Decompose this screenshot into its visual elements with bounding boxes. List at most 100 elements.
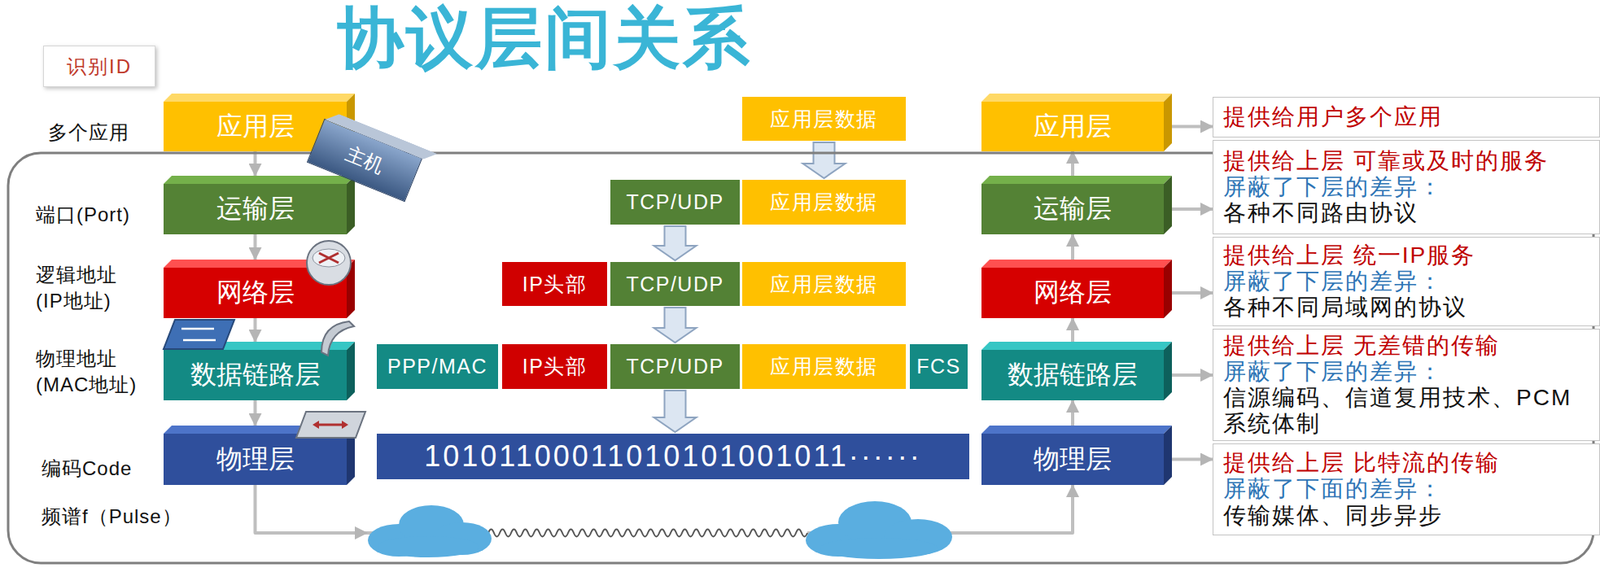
description-box: 提供给上层 无差错的传输屏蔽了下层的差异：信源编码、信道复用技术、PCM系统体制 — [1212, 328, 1600, 442]
connector-arrow — [1071, 234, 1075, 260]
switch-icon — [163, 316, 235, 353]
connector-arrow — [253, 318, 258, 342]
id-box: 识别ID — [43, 45, 156, 88]
description-line: 提供给上层 可靠或及时的服务 — [1223, 148, 1549, 175]
layer-box: 物理层 — [981, 433, 1164, 486]
box-label: 主机 — [341, 140, 388, 180]
header-cell: 应用层数据 — [742, 179, 906, 225]
connector-arrow — [1171, 125, 1213, 129]
header-cell: TCP/UDP — [610, 179, 740, 225]
box-face — [1163, 425, 1172, 486]
box-label: 数据链路层 — [190, 357, 321, 394]
description-line: 传输媒体、同步异步 — [1223, 502, 1443, 529]
repeater-head — [312, 420, 320, 429]
switch-arrows — [181, 328, 216, 341]
connector-arrow — [1171, 458, 1213, 462]
description-box: 提供给上层 统一IP服务屏蔽了下层的差异：各种不同局域网的协议 — [1212, 236, 1600, 327]
bridge-icon — [316, 316, 358, 358]
encapsulation-arrow — [803, 142, 846, 179]
box-label: FCS — [916, 354, 962, 379]
layer-box: 数据链路层 — [163, 349, 347, 401]
box-face — [1163, 93, 1172, 152]
box-label: 物理层 — [1033, 441, 1112, 478]
layer-box: 网络层 — [981, 267, 1164, 319]
box-face — [346, 175, 355, 235]
header-cell: TCP/UDP — [610, 344, 740, 390]
box-face — [163, 93, 355, 102]
address-label: 物理地址 (MAC地址) — [35, 345, 150, 399]
header-cell: 应用层数据 — [742, 344, 906, 390]
description-line: 各种不同路由协议 — [1223, 200, 1419, 227]
bridge-body — [321, 321, 355, 356]
diagram-title: 协议层间关系 — [336, 4, 752, 72]
router-body — [306, 240, 351, 285]
description-line: 提供给上层 无差错的传输 — [1223, 332, 1500, 359]
cloud-part — [820, 537, 938, 560]
address-label: 端口(Port) — [35, 201, 131, 228]
router-arrows — [319, 253, 339, 263]
description-box: 提供给用户多个应用 — [1212, 96, 1600, 138]
cloud — [367, 505, 492, 558]
layer-box: 运输层 — [981, 183, 1164, 235]
description-box: 提供给上层 比特流的传输屏蔽了下面的差异：传输媒体、同步异步 — [1212, 443, 1600, 536]
bitstream-bar: 10101100011010101001011······ — [376, 433, 970, 480]
address-label: 多个应用 — [48, 119, 130, 146]
box-label: TCP/UDP — [625, 272, 724, 297]
connector-arrow — [1071, 151, 1075, 176]
box-face — [981, 259, 1172, 268]
encapsulation-arrow — [654, 307, 697, 343]
box-label: 应用层 — [216, 109, 295, 145]
description-line: 提供给用户多个应用 — [1223, 104, 1443, 131]
box-label: 应用层数据 — [769, 353, 879, 381]
repeater-body — [296, 411, 366, 438]
header-cell: FCS — [909, 344, 968, 390]
address-label: 逻辑地址 (IP地址) — [35, 262, 134, 315]
encapsulation-arrow — [654, 226, 697, 261]
address-label: 编码Code — [41, 455, 132, 482]
box-label: 识别ID — [66, 53, 132, 80]
box-label: 应用层数据 — [769, 271, 879, 298]
box-face — [981, 425, 1172, 434]
connector-arrow — [1071, 400, 1075, 426]
box-label: 物理层 — [216, 441, 295, 478]
box-face — [1163, 259, 1172, 319]
connector-arrow — [253, 151, 258, 176]
box-label: 运输层 — [216, 191, 295, 228]
layer-box: 数据链路层 — [981, 349, 1164, 401]
connector-arrow — [253, 400, 258, 426]
layer-box: 应用层 — [981, 101, 1164, 152]
repeater-line — [317, 424, 344, 427]
box-label: 网络层 — [1033, 275, 1112, 311]
box-face — [163, 175, 355, 184]
header-cell: IP头部 — [502, 344, 608, 390]
box-face — [346, 341, 355, 401]
switch-body — [163, 319, 235, 350]
description-line: 提供给上层 比特流的传输 — [1223, 450, 1500, 477]
layer-box: 网络层 — [163, 267, 347, 319]
description-line: 信源编码、信道复用技术、PCM系统体制 — [1223, 384, 1592, 438]
description-line: 提供给上层 统一IP服务 — [1223, 242, 1476, 269]
header-cell: 应用层数据 — [742, 262, 906, 307]
connector-arrow — [253, 234, 258, 260]
box-face — [1163, 175, 1172, 235]
header-cell: 应用层数据 — [742, 96, 906, 141]
box-face — [1163, 341, 1172, 401]
box-face — [981, 341, 1172, 350]
box-label: IP头部 — [522, 353, 588, 381]
box-label: 10101100011010101001011······ — [424, 439, 922, 474]
box-label: TCP/UDP — [625, 190, 724, 215]
arrow-head — [354, 526, 368, 540]
description-line: 屏蔽了下层的差异： — [1223, 358, 1443, 385]
repeater-icon — [296, 408, 366, 442]
box-label: 运输层 — [1033, 191, 1112, 228]
header-cell: TCP/UDP — [610, 262, 740, 307]
description-line: 各种不同局域网的协议 — [1223, 294, 1468, 321]
layer-box: 运输层 — [163, 183, 347, 235]
box-label: 网络层 — [216, 275, 295, 311]
box-label: 数据链路层 — [1007, 357, 1138, 394]
description-line: 屏蔽了下面的差异： — [1223, 476, 1443, 503]
connector-arrow — [1171, 207, 1213, 211]
box-label: PPP/MAC — [387, 354, 488, 379]
cloud — [805, 501, 953, 560]
signal-wave — [488, 529, 808, 538]
